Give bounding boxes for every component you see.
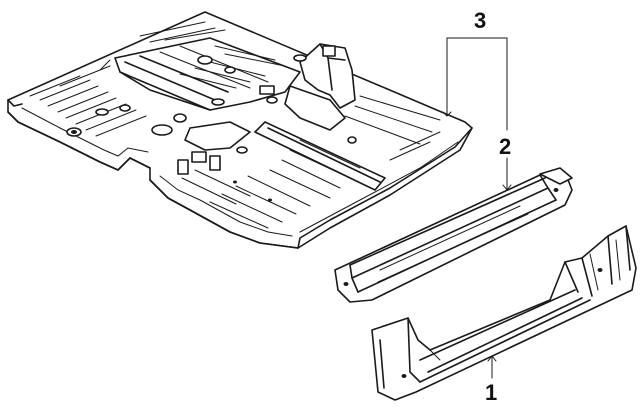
floor-pan	[7, 11, 473, 249]
outer-rocker-panel	[371, 225, 637, 401]
rear-floor-ribs	[181, 95, 441, 229]
inner-rocker-panel	[334, 167, 573, 303]
callout-3: 3	[474, 8, 486, 33]
floor-holes	[66, 54, 357, 202]
callout-1: 1	[485, 380, 497, 405]
callout-2: 2	[499, 134, 511, 159]
upper-floor-ribs	[139, 21, 286, 89]
leader-lines	[442, 37, 512, 379]
